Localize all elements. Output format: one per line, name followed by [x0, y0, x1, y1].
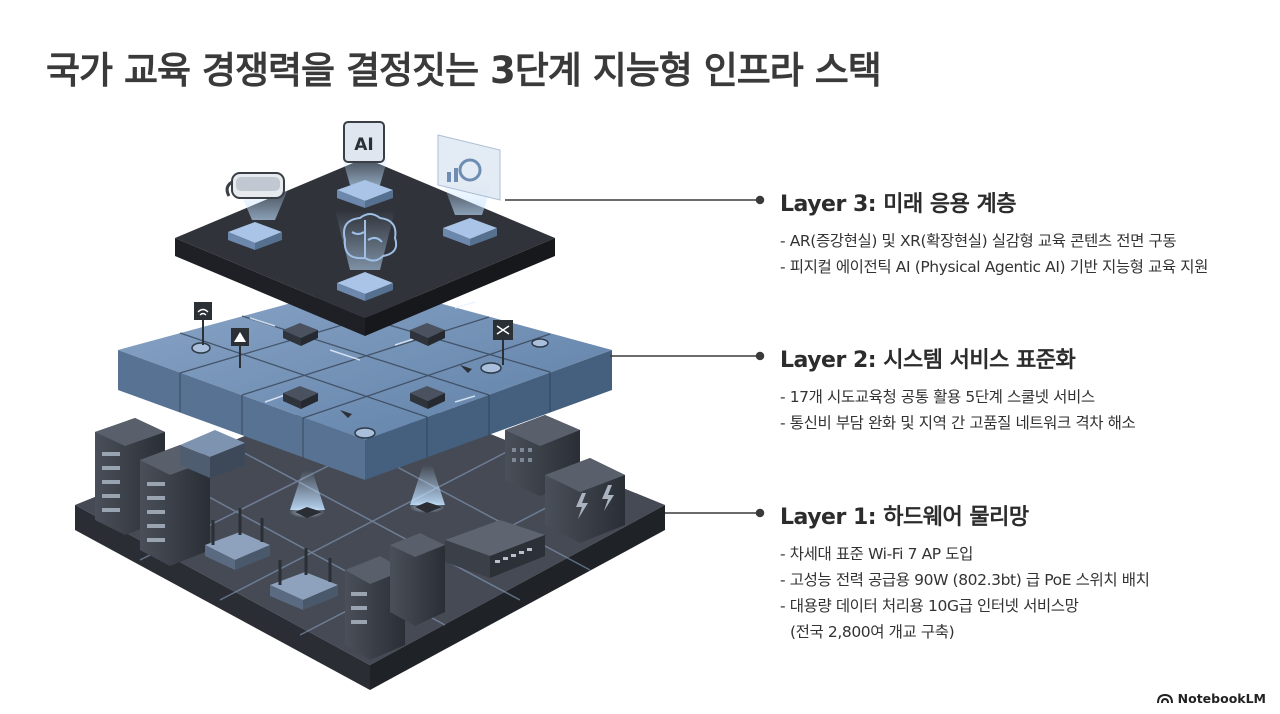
- layer-2-description: Layer 2: 시스템 서비스 표준화 - 17개 시도교육청 공통 활용 5…: [780, 342, 1260, 436]
- lightning-icon: [602, 485, 614, 511]
- service-layer-platform: [118, 283, 612, 480]
- layer-3-bullets: - AR(증강현실) 및 XR(확장현실) 실감형 교육 콘텐츠 전면 구동 -…: [780, 228, 1260, 280]
- data-link-beam: [289, 465, 445, 518]
- bullet-item: - 차세대 표준 Wi-Fi 7 AP 도입: [780, 545, 973, 563]
- layer-1-title: Layer 1: 하드웨어 물리망: [780, 505, 1029, 530]
- layer-1-description: Layer 1: 하드웨어 물리망 - 차세대 표준 Wi-Fi 7 AP 도입…: [780, 499, 1260, 645]
- ai-chip-icon: AI: [343, 121, 385, 163]
- storage-box: [180, 430, 245, 478]
- brain-icon: [343, 213, 398, 262]
- server-rack-left: [95, 418, 210, 566]
- brand-label: NotebookLM: [1177, 691, 1266, 706]
- wifi-sign-icon: [194, 302, 212, 345]
- network-switch: [283, 323, 318, 346]
- layer-3-description: Layer 3: 미래 응용 계층 - AR(증강현실) 및 XR(확장현실) …: [780, 186, 1260, 280]
- bullet-item: - 통신비 부담 완화 및 지역 간 고품질 네트워크 격차 해소: [780, 414, 1136, 432]
- ai-chip-label: AI: [354, 135, 373, 155]
- layer-connector-lines: [505, 195, 765, 518]
- shuffle-sign-icon: [493, 320, 513, 365]
- vr-headset-pedestal: [225, 172, 292, 250]
- bullet-item: - 피지컬 에이전틱 AI (Physical Agentic AI) 기반 지…: [780, 258, 1209, 276]
- page-title: 국가 교육 경쟁력을 결정짓는 3단계 지능형 인프라 스택: [46, 49, 882, 92]
- server-rack-front: [345, 533, 445, 660]
- vr-headset-icon: [225, 172, 285, 199]
- lightning-icon: [576, 493, 588, 519]
- bullet-item: (전국 2,800여 개교 구축): [790, 623, 955, 641]
- ai-chip-pedestal: AI: [337, 121, 393, 208]
- wifi-ap-router: [205, 508, 270, 570]
- bullet-item: - 17개 시도교육청 공통 활용 5단계 스쿨넷 서비스: [780, 388, 1095, 406]
- brain-pedestal: [335, 210, 398, 301]
- layer-2-title: Layer 2: 시스템 서비스 표준화: [780, 348, 1076, 373]
- layer-3-title: Layer 3: 미래 응용 계층: [780, 192, 1016, 217]
- wifi-ap-router: [270, 548, 338, 610]
- network-switch: [410, 323, 445, 346]
- bullet-item: - 대용량 데이터 처리용 10G급 인터넷 서비스망: [780, 597, 1079, 615]
- power-unit: [545, 458, 625, 543]
- dashboard-panel-icon: [437, 134, 501, 201]
- notebooklm-logo-icon: [1156, 693, 1173, 704]
- poe-switch: [445, 520, 545, 578]
- notebooklm-brand: NotebookLM: [1156, 691, 1266, 706]
- bullet-item: - 고성능 전력 공급용 90W (802.3bt) 급 PoE 스위치 배치: [780, 571, 1150, 589]
- warning-sign-icon: [231, 328, 249, 368]
- layer-1-bullets: - 차세대 표준 Wi-Fi 7 AP 도입 - 고성능 전력 공급용 90W …: [780, 541, 1260, 645]
- network-switch: [283, 386, 318, 409]
- layer-2-bullets: - 17개 시도교육청 공통 활용 5단계 스쿨넷 서비스 - 통신비 부담 완…: [780, 384, 1260, 436]
- dashboard-pedestal: [437, 134, 501, 246]
- network-switch: [410, 386, 445, 409]
- bullet-item: - AR(증강현실) 및 XR(확장현실) 실감형 교육 콘텐츠 전면 구동: [780, 232, 1177, 250]
